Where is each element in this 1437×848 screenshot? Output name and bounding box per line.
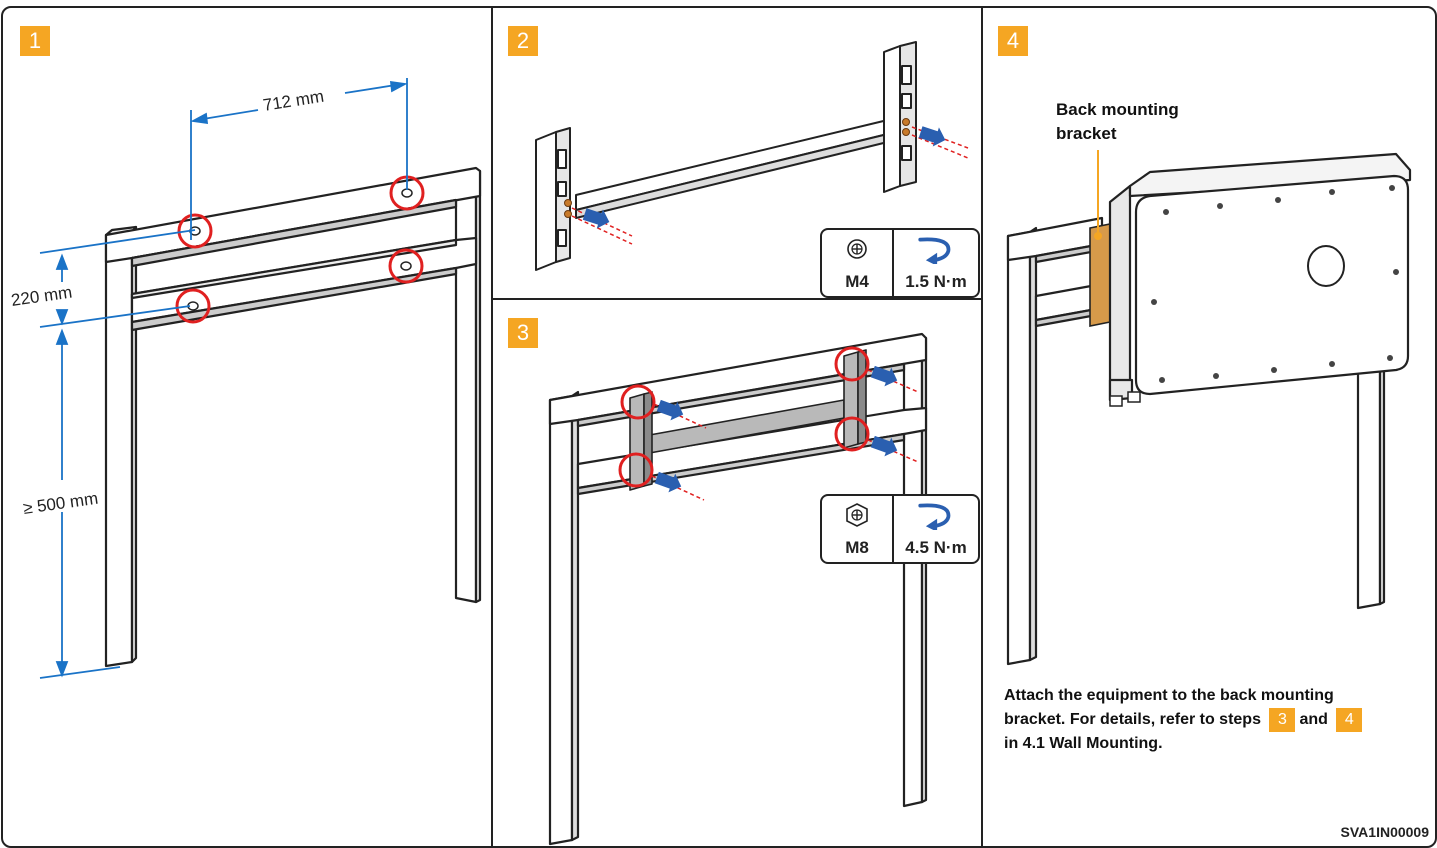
left-post <box>104 230 134 668</box>
torque-spec-step3: M8 4.5 N·m <box>820 494 980 564</box>
hex-bolt-icon <box>846 503 868 527</box>
inverter-side <box>1108 184 1132 402</box>
hole-circle-bottom-right <box>388 248 424 284</box>
bolt-circle-bottom-left <box>618 452 654 488</box>
left-bracket <box>535 131 557 271</box>
torque-arrow-icon <box>918 237 951 264</box>
ground-clearance-label: ≥ 500 mm <box>22 489 99 518</box>
step-badge-3: 3 <box>508 318 538 348</box>
left-post <box>548 394 574 846</box>
hole-circle-bottom-left <box>175 288 211 324</box>
torque-arrow-icon <box>918 503 951 530</box>
torque-value-label: 1.5 N·m <box>905 272 967 291</box>
torque-cell: 1.5 N·m <box>894 230 978 296</box>
left-post <box>1006 230 1032 666</box>
panel-3-drawing <box>548 332 928 846</box>
horizontal-spacing-label: 712 mm <box>262 87 326 115</box>
step4-instruction: Attach the equipment to the back mountin… <box>1004 684 1434 756</box>
right-post <box>1356 350 1382 610</box>
step-badge-1: 1 <box>20 26 50 56</box>
bolt-circle-top-left <box>620 384 656 420</box>
crossbar <box>575 117 897 211</box>
top-rail <box>548 332 928 426</box>
panel-2-drawing <box>535 41 969 271</box>
bolt-circle-top-right <box>834 346 870 382</box>
document-code: SVA1IN00009 <box>1340 824 1429 840</box>
top-rail <box>104 166 482 264</box>
bolt-cell: M8 <box>822 496 894 562</box>
callout-back-mounting-bracket: Back mounting bracket <box>1056 100 1179 143</box>
hole-circle-top-left <box>177 213 213 249</box>
bolt-circle-bottom-right <box>834 416 870 452</box>
inline-step-badge-4: 4 <box>1336 708 1363 732</box>
inline-step-badge-3: 3 <box>1269 708 1296 732</box>
step-badge-4: 4 <box>998 26 1028 56</box>
torque-value-label: 4.5 N·m <box>905 538 967 557</box>
bolt-size-label: M4 <box>845 272 869 291</box>
bolt-cell: M4 <box>822 230 894 296</box>
inverter-round-window <box>1307 245 1345 287</box>
inverter-front <box>1134 174 1410 396</box>
inverter-top <box>1128 152 1412 198</box>
panel-4-drawing <box>1006 150 1412 666</box>
vertical-spacing-label: 220 mm <box>10 283 73 310</box>
torque-cell: 4.5 N·m <box>894 496 978 562</box>
cross-screw-icon <box>847 239 867 259</box>
torque-spec-step2: M4 1.5 N·m <box>820 228 980 298</box>
step-badge-2: 2 <box>508 26 538 56</box>
right-bracket <box>883 45 901 193</box>
bolt-size-label: M8 <box>845 538 869 557</box>
panel-1-drawing: 712 mm 220 mm ≥ 500 mm <box>10 78 482 679</box>
